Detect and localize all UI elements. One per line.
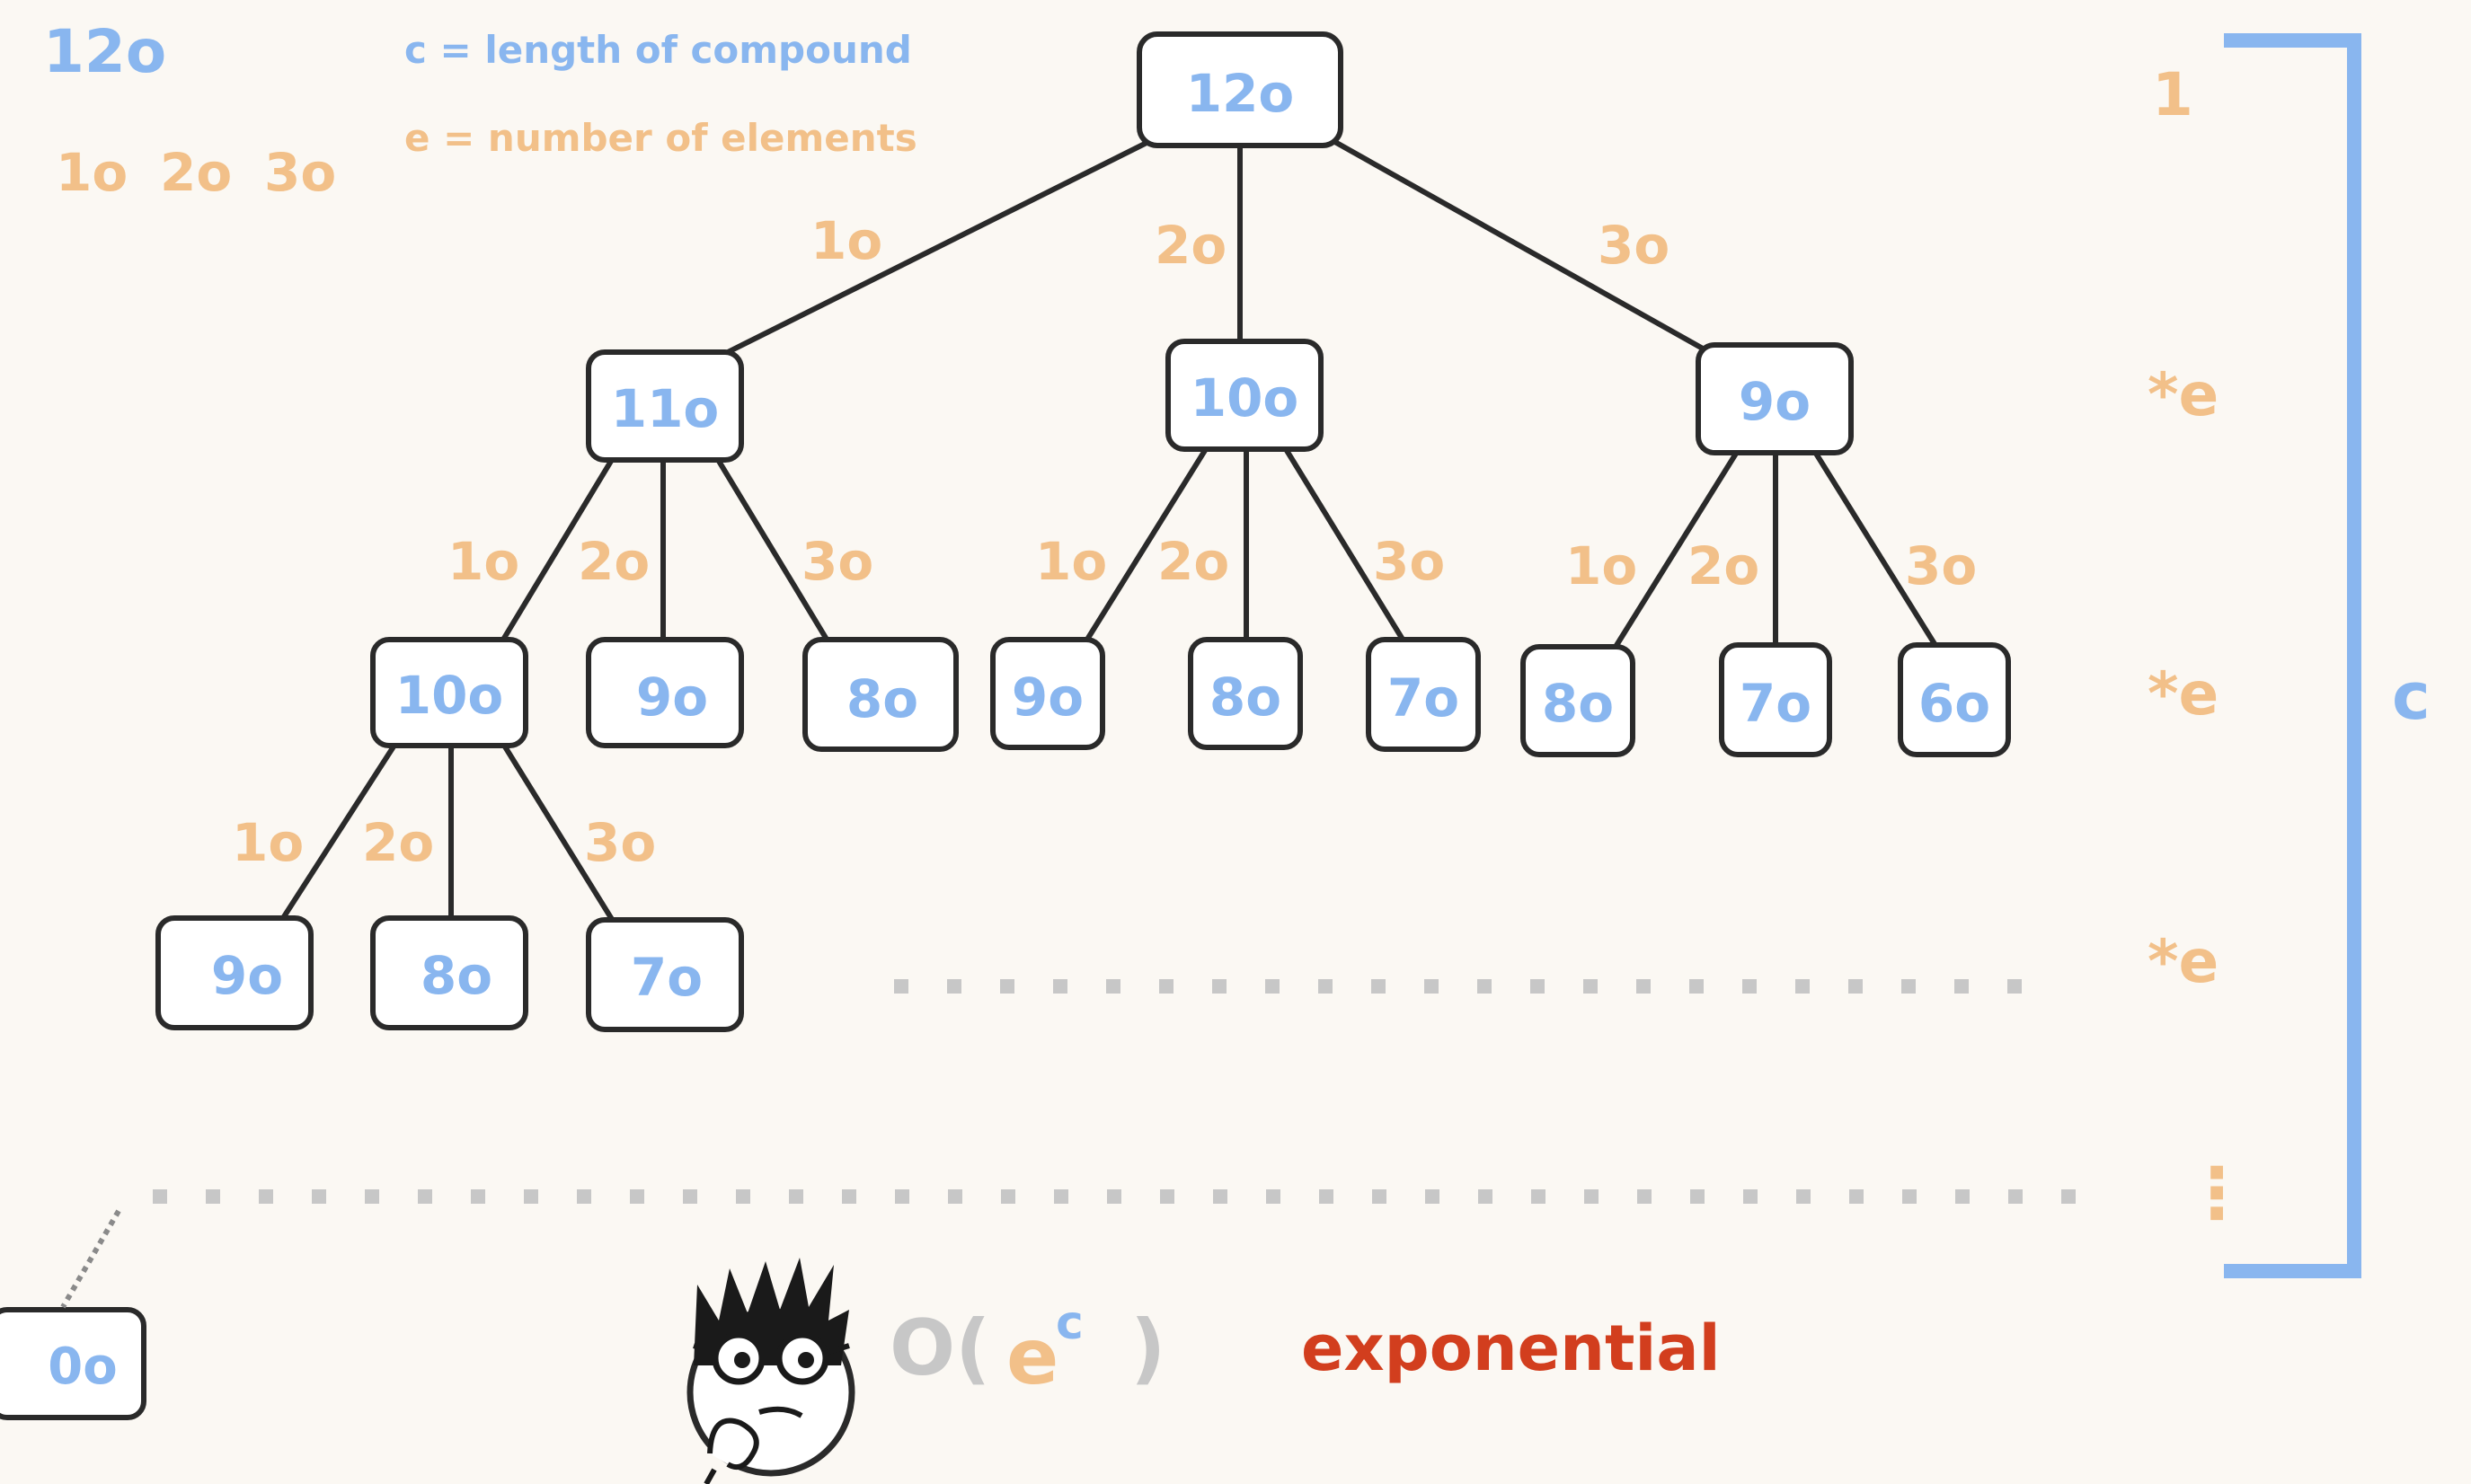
node-label: 9o xyxy=(1012,667,1084,728)
edge xyxy=(712,452,831,644)
edge-label: 2o xyxy=(1157,531,1229,592)
complexity-open: O( xyxy=(890,1303,990,1393)
tree-node: 9o xyxy=(1696,342,1854,455)
depth-label: c xyxy=(2392,658,2431,734)
node-label: 8o xyxy=(1542,673,1614,734)
edge-label: 3o xyxy=(802,531,873,592)
edge xyxy=(1280,443,1407,644)
level-ellipsis: ⋮ xyxy=(2182,1153,2252,1234)
node-label: 9o xyxy=(1739,371,1811,432)
piece-label-1: 1o xyxy=(56,142,128,203)
node-label: 8o xyxy=(421,945,492,1006)
legend-compound-length: c = length of compound xyxy=(404,28,912,72)
edge xyxy=(1324,134,1705,351)
complexity-exponent: c xyxy=(1056,1296,1084,1350)
level-factor: *e xyxy=(2148,927,2219,996)
root-node: 12o xyxy=(1137,31,1343,148)
tree-node: 11o xyxy=(586,349,744,463)
base-case-connector xyxy=(60,1209,121,1309)
base-case-node: 0o xyxy=(0,1307,146,1420)
node-label: 12o xyxy=(1186,63,1295,124)
node-label: 11o xyxy=(611,378,720,439)
target-label: 12o xyxy=(43,17,166,86)
edge-label: 1o xyxy=(447,531,519,592)
tree-node: 8o xyxy=(370,915,528,1030)
edge xyxy=(280,742,398,920)
edge xyxy=(500,452,618,641)
edge-label: 2o xyxy=(362,812,434,873)
node-label: 10o xyxy=(1191,367,1299,428)
edge-label: 1o xyxy=(1035,531,1107,592)
edge-labels: 1o 2o 3o 1o 2o 3o 1o 2o 3o 1o 2o 3o 1o 2… xyxy=(232,210,1977,873)
tree-edges xyxy=(280,134,1939,923)
edge xyxy=(726,134,1161,355)
piece-label-2: 2o xyxy=(160,142,232,203)
tree-node: 8o xyxy=(1520,644,1635,757)
edge xyxy=(1083,443,1211,644)
edge-label: 2o xyxy=(1687,535,1759,596)
node-label: 9o xyxy=(636,667,708,728)
complexity-verdict: exponential xyxy=(1301,1312,1721,1385)
node-label: 6o xyxy=(1918,673,1990,734)
node-label: 7o xyxy=(1740,673,1811,734)
tree-node: 9o xyxy=(990,637,1105,750)
level-factor: *e xyxy=(2148,360,2219,429)
tree-node: 9o xyxy=(586,637,744,748)
edge-label: 3o xyxy=(1373,531,1445,592)
edge-label: 3o xyxy=(1598,215,1669,276)
tree-node: 10o xyxy=(370,637,528,748)
tree-node: 7o xyxy=(1366,637,1481,752)
piece-label-3: 3o xyxy=(264,142,336,203)
level-factor: *e xyxy=(2148,659,2219,729)
edge xyxy=(500,742,616,923)
tree-node: 7o xyxy=(586,917,744,1032)
node-label: 8o xyxy=(846,668,918,729)
thinking-face-icon xyxy=(686,1258,855,1484)
edge-label: 1o xyxy=(1565,535,1637,596)
node-label: 7o xyxy=(631,947,703,1008)
edge-label: 3o xyxy=(584,812,656,873)
node-label: 7o xyxy=(1387,667,1459,729)
depth-bracket xyxy=(2224,33,2361,1278)
tree-node: 9o xyxy=(155,915,314,1030)
complexity-close: ) xyxy=(1130,1303,1165,1393)
tree-node: 8o xyxy=(802,637,959,752)
edge xyxy=(1613,447,1741,649)
edge-label: 1o xyxy=(810,210,882,271)
tree-node: 7o xyxy=(1719,642,1832,757)
node-label: 9o xyxy=(211,945,283,1006)
tree-node: 6o xyxy=(1898,642,2011,757)
node-label: 8o xyxy=(1209,667,1281,728)
tree-node: 10o xyxy=(1165,339,1324,452)
edge-label: 2o xyxy=(1155,215,1227,276)
edge-label: 2o xyxy=(578,531,650,592)
edge xyxy=(1811,447,1939,649)
complexity-base: e xyxy=(1006,1312,1058,1402)
edge-label: 3o xyxy=(1905,535,1977,596)
level-factor: 1 xyxy=(2152,60,2193,129)
tree-nodes: 12o 11o 10o 9o 10o 9o 8o 9o xyxy=(0,31,2011,1420)
legend-element-count: e = number of elements xyxy=(404,116,917,160)
tree-node: 8o xyxy=(1188,637,1303,750)
edge-label: 1o xyxy=(232,812,304,873)
node-label: 0o xyxy=(48,1338,117,1396)
node-label: 10o xyxy=(395,665,504,726)
